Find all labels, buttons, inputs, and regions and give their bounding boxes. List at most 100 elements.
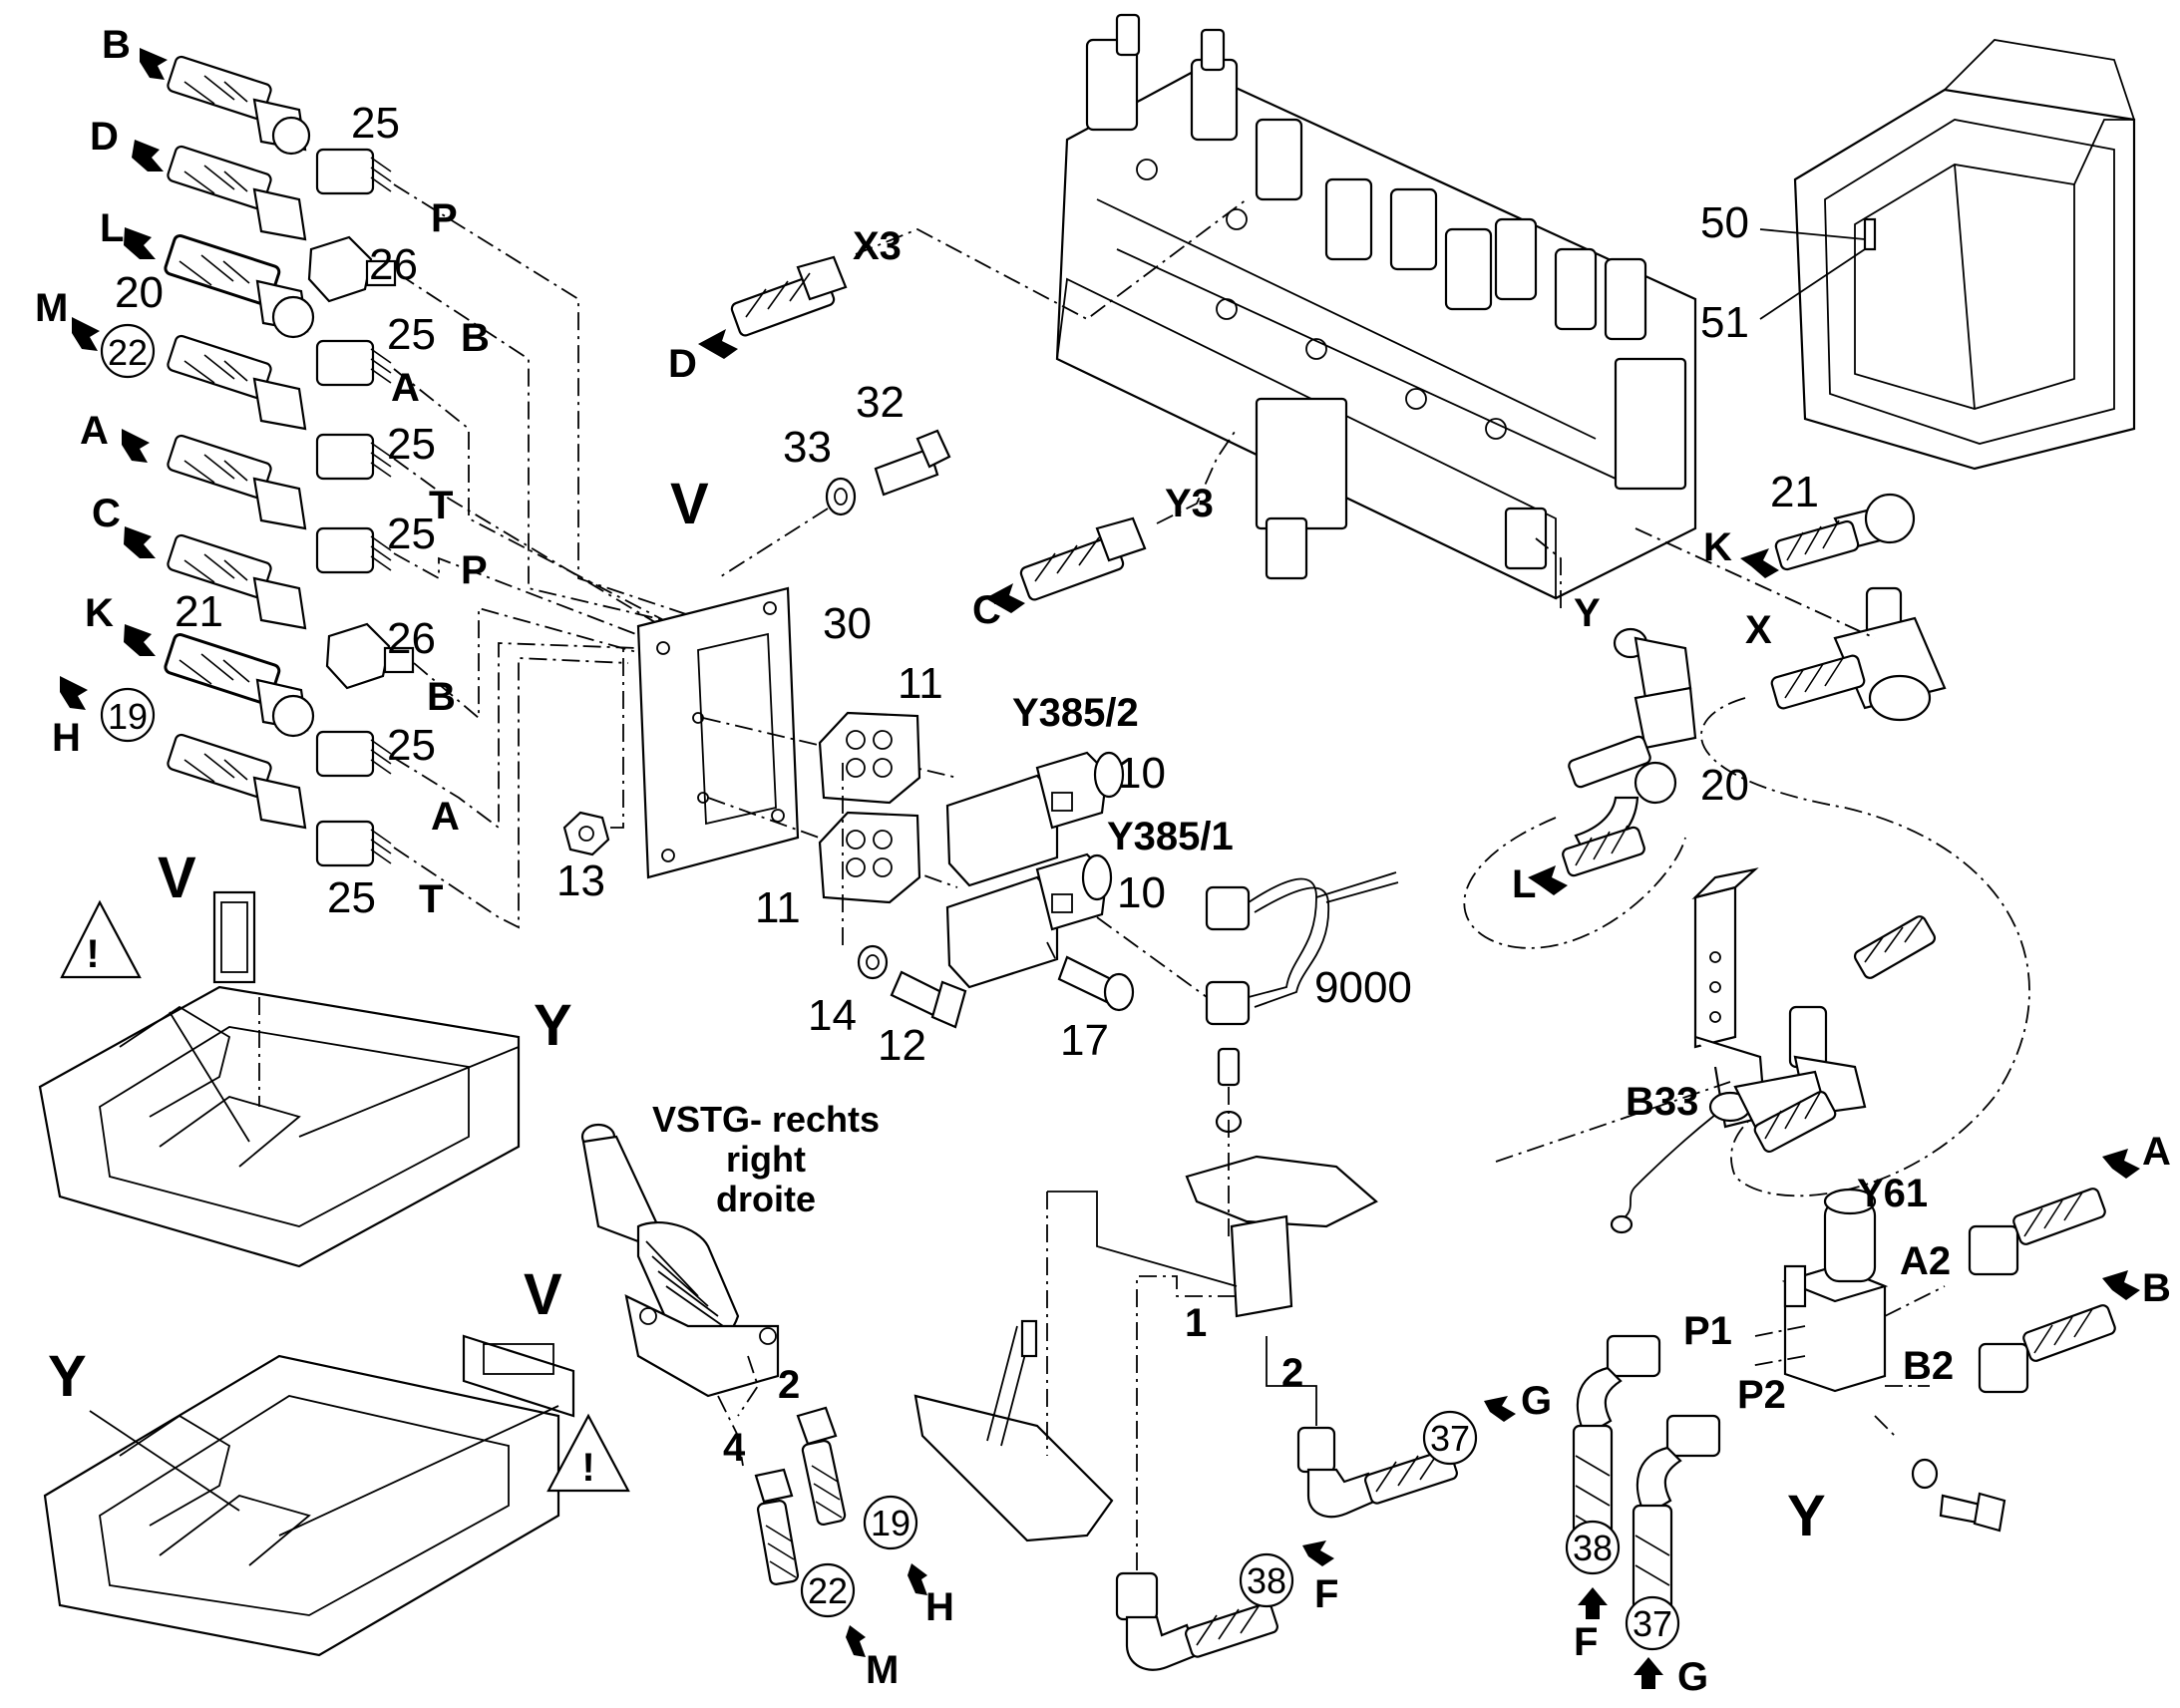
hose-row-H [167,733,307,830]
fitting-25-3 [315,433,392,481]
label-B-right: B [2142,1266,2171,1310]
bolt-17 [1057,955,1135,1012]
left-hose-stack [60,48,699,929]
arrow-B-left [140,48,168,80]
hose-row-L [164,233,315,339]
hose-row-K [164,632,315,738]
solenoid-Y385-2 [945,751,1125,887]
label-25-d: 25 [387,510,436,558]
label-13: 13 [556,856,605,905]
label-25-b: 25 [387,310,436,359]
washer-33 [825,477,857,516]
callout-circle-38-right [1565,1520,1621,1575]
label-1: 1 [1185,1301,1207,1345]
arrow-A-right [2102,1149,2140,1179]
arrow-F-mid [1302,1540,1334,1566]
arrow-L-right [1528,865,1568,895]
label-A-left: A [80,409,109,453]
label-P-1: P [431,196,458,240]
arrow-F-right [1578,1587,1608,1619]
label-X-right: X [1745,608,1772,652]
label-Y-inset-bottom: Y [48,1344,87,1409]
label-F-mid: F [1314,1572,1338,1616]
label-V-inset-top: V [158,846,196,910]
label-VSTG: VSTG- rechts [652,1099,880,1140]
label-K-left: K [85,591,114,635]
sensor-B33 [1495,867,1767,1234]
label-32: 32 [856,378,905,427]
label-Y-right: Y [1574,591,1601,635]
label-10-b: 10 [1117,868,1166,917]
label-25-e: 25 [387,721,436,770]
svg-text:!: ! [581,1446,594,1490]
fitting-26-2 [325,622,415,690]
hose-row-C [167,533,307,630]
label-26-b: 26 [387,614,436,663]
arrow-L-left [124,227,156,259]
label-4: 4 [723,1426,746,1470]
label-17: 17 [1060,1016,1109,1065]
label-38-right: 38 [1573,1528,1613,1568]
label-B-1: B [461,316,490,360]
arrow-G-mid [1484,1396,1516,1422]
wire-harness-9000 [1096,871,1399,1026]
hose-C-Y3 [985,428,1238,613]
label-51: 51 [1700,298,1749,347]
label-50: 50 [1700,198,1749,247]
valve-Y61 [1749,1188,1946,1437]
hose-row-M [167,334,307,431]
label-20-a: 20 [115,268,164,317]
arrow-C-mid [985,583,1025,613]
label-B-2: B [427,675,456,719]
label-L-left: L [100,206,124,250]
label-right: right [726,1139,806,1180]
bolt-12 [890,970,967,1029]
label-30: 30 [823,599,872,648]
label-11-a: 11 [898,659,943,708]
fitting-B2 [1978,1304,2116,1394]
arrow-H-left [60,676,88,710]
callout-circle-19 [100,687,156,743]
label-Y385-1: Y385/1 [1107,815,1234,858]
tee-fitting-X [1770,493,1947,722]
label-B33: B33 [1626,1080,1698,1124]
label-22-lower: 22 [808,1570,848,1611]
fitting-26-1 [307,235,397,303]
chassis-inset-lower: ! [43,1334,630,1657]
nut-13 [562,811,610,856]
bolt-32 [874,429,951,497]
foot-pedal [913,1191,1238,1542]
arrow-K-right [1740,548,1779,578]
label-9000: 9000 [1314,963,1412,1012]
label-K-right: K [1703,525,1732,569]
label-25-a: 25 [351,99,400,148]
fitting-25-5 [315,730,392,778]
fitting-A2 [1968,1188,2106,1276]
washer-bolt-Y [1911,1458,2006,1533]
label-H-left: H [52,716,81,760]
pressure-line-group [1733,915,1937,1154]
arrow-D-left [132,140,164,171]
label-19-lower: 19 [871,1503,910,1543]
labels: B D L M A C K H 25 26 20 25 25 25 21 26 … [35,23,2171,1699]
hose-21-K [1635,519,1876,639]
joystick-VSTG [580,1123,780,1467]
label-B-top: B [102,23,131,67]
hose-19-lower [796,1406,847,1526]
elbow-fitting-37 [1266,1336,1458,1519]
label-19-circle: 19 [108,696,148,737]
label-33: 33 [783,423,832,472]
label-D-mid: D [668,342,697,386]
label-F-right: F [1574,1620,1598,1664]
label-A-2: A [431,795,460,839]
arrow-B-right [2102,1270,2140,1300]
label-T-2: T [419,877,443,921]
callout-circle-22 [100,323,156,379]
callout-circle-37-mid [1422,1410,1478,1466]
label-P1-right: P1 [1683,1309,1732,1353]
label-Y-inset-top: Y [534,993,572,1058]
label-G-mid: G [1521,1379,1552,1423]
hose-22-lower [754,1468,800,1585]
label-37-mid: 37 [1430,1418,1470,1459]
